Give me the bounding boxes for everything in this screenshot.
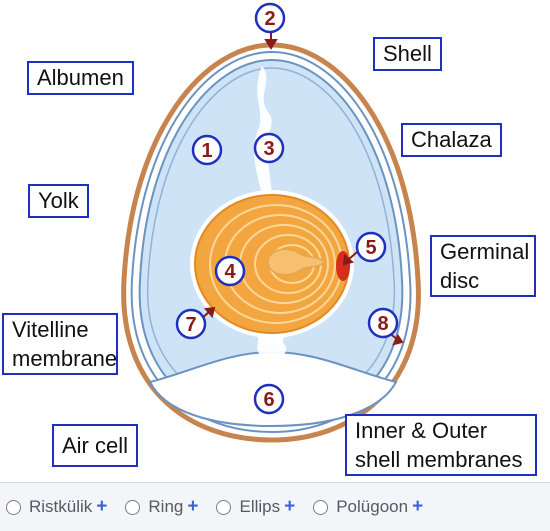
marker-2-text: 2 <box>264 8 275 30</box>
plus-icon: + <box>187 496 199 517</box>
tool-ring[interactable]: Ring + <box>125 496 198 518</box>
marker-2[interactable]: 2 <box>254 2 286 34</box>
ellipse-radio[interactable] <box>216 499 232 515</box>
marker-8-text: 8 <box>377 313 388 335</box>
germinal-disc <box>336 251 350 281</box>
tool-rectangle[interactable]: Ristkülik + <box>6 496 107 518</box>
tool-polygon-label: Polügoon <box>336 497 409 516</box>
marker-8[interactable]: 8 <box>367 307 399 339</box>
marker-4-text: 4 <box>224 261 236 283</box>
marker-3-text: 3 <box>263 138 274 160</box>
label-yolk[interactable]: Yolk <box>28 184 89 218</box>
marker-3[interactable]: 3 <box>253 132 285 164</box>
tool-ellipse-label: Ellips <box>239 497 281 516</box>
plus-icon: + <box>96 496 108 517</box>
latebra <box>267 248 325 276</box>
label-shell[interactable]: Shell <box>373 37 442 71</box>
polygon-radio[interactable] <box>313 499 329 515</box>
rectangle-radio[interactable] <box>6 499 21 515</box>
ring-radio[interactable] <box>125 499 141 515</box>
label-vitelline-membrane[interactable]: Vitelline membrane <box>2 313 118 375</box>
marker-7[interactable]: 7 <box>175 308 207 340</box>
tool-polygon[interactable]: Polügoon + <box>313 496 423 518</box>
plus-icon: + <box>412 496 424 517</box>
marker-5[interactable]: 5 <box>355 231 387 263</box>
tool-ring-label: Ring <box>148 497 184 516</box>
marker-4[interactable]: 4 <box>214 255 246 287</box>
label-air-cell[interactable]: Air cell <box>52 424 139 467</box>
marker-5-text: 5 <box>365 237 376 259</box>
tool-ellipse[interactable]: Ellips + <box>216 496 295 518</box>
marker-1[interactable]: 1 <box>191 134 223 166</box>
label-chalaza[interactable]: Chalaza <box>401 123 502 157</box>
egg-diagram: 2 1 3 4 5 6 7 8 <box>121 2 421 443</box>
marker-7-text: 7 <box>185 314 196 336</box>
marker-6-text: 6 <box>263 389 274 411</box>
annotation-toolbar: Ristkülik + Ring + Ellips + Polügoon + <box>0 482 550 531</box>
plus-icon: + <box>284 496 296 517</box>
marker-1-text: 1 <box>201 140 212 162</box>
marker-6[interactable]: 6 <box>253 383 285 415</box>
outer-shell-membrane <box>130 50 412 434</box>
label-albumen[interactable]: Albumen <box>27 61 134 95</box>
label-germinal-disc[interactable]: Germinal disc <box>430 235 536 297</box>
tool-rectangle-label: Ristkülik <box>29 497 93 516</box>
label-inner-outer-shell-membranes[interactable]: Inner & Outer shell membranes <box>345 414 537 476</box>
